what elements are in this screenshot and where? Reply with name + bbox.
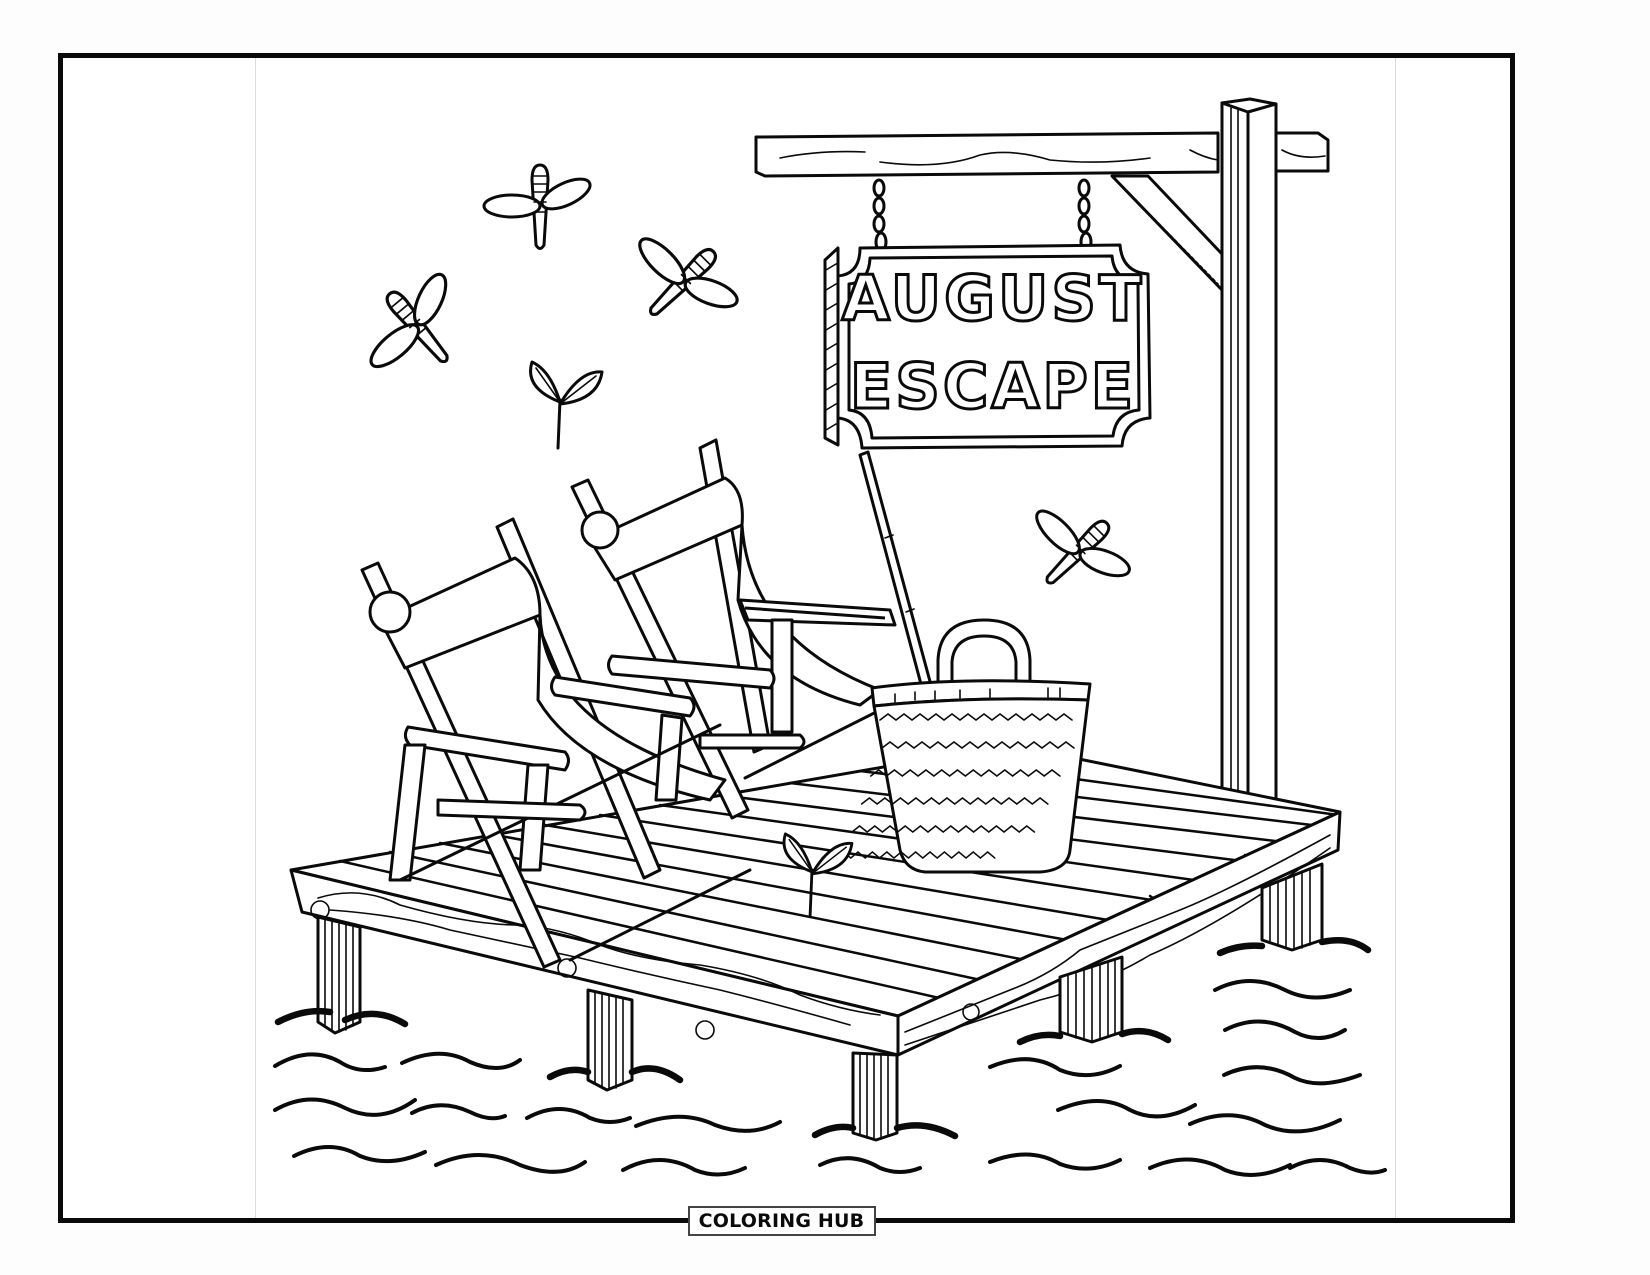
deck-chair-front	[360, 517, 776, 969]
dock-piling-front-right	[851, 1051, 899, 1142]
signpost	[754, 97, 1330, 820]
dock-piling-front-middle	[586, 988, 634, 1092]
leaf-sprout-icon	[529, 360, 604, 450]
dragonfly-icon	[343, 255, 492, 401]
dock-piling-right-middle	[1058, 955, 1124, 1044]
dragonfly-icon	[1006, 482, 1147, 623]
sign-text-line1: AUGUST	[842, 262, 1145, 335]
dragonfly-icon	[608, 208, 756, 356]
wicker-basket	[821, 618, 1092, 874]
fishing-rod	[858, 450, 937, 705]
dock-piling-front-left	[316, 915, 362, 1035]
dragonfly-icon	[482, 163, 596, 250]
dock-piling-right-back	[1260, 862, 1324, 952]
coloring-hub-footer-label: COLORING HUB	[687, 1206, 876, 1236]
left-guide-line	[255, 58, 256, 1218]
right-guide-line	[1395, 58, 1396, 1218]
sign-chain-right	[1077, 178, 1093, 253]
sign-chain-left	[872, 178, 888, 253]
wooden-dock	[289, 743, 1342, 1142]
water-waves	[273, 937, 1387, 1177]
sign-text-line2: ESCAPE	[850, 350, 1136, 423]
hanging-sign: AUGUST ESCAPE	[823, 243, 1152, 450]
